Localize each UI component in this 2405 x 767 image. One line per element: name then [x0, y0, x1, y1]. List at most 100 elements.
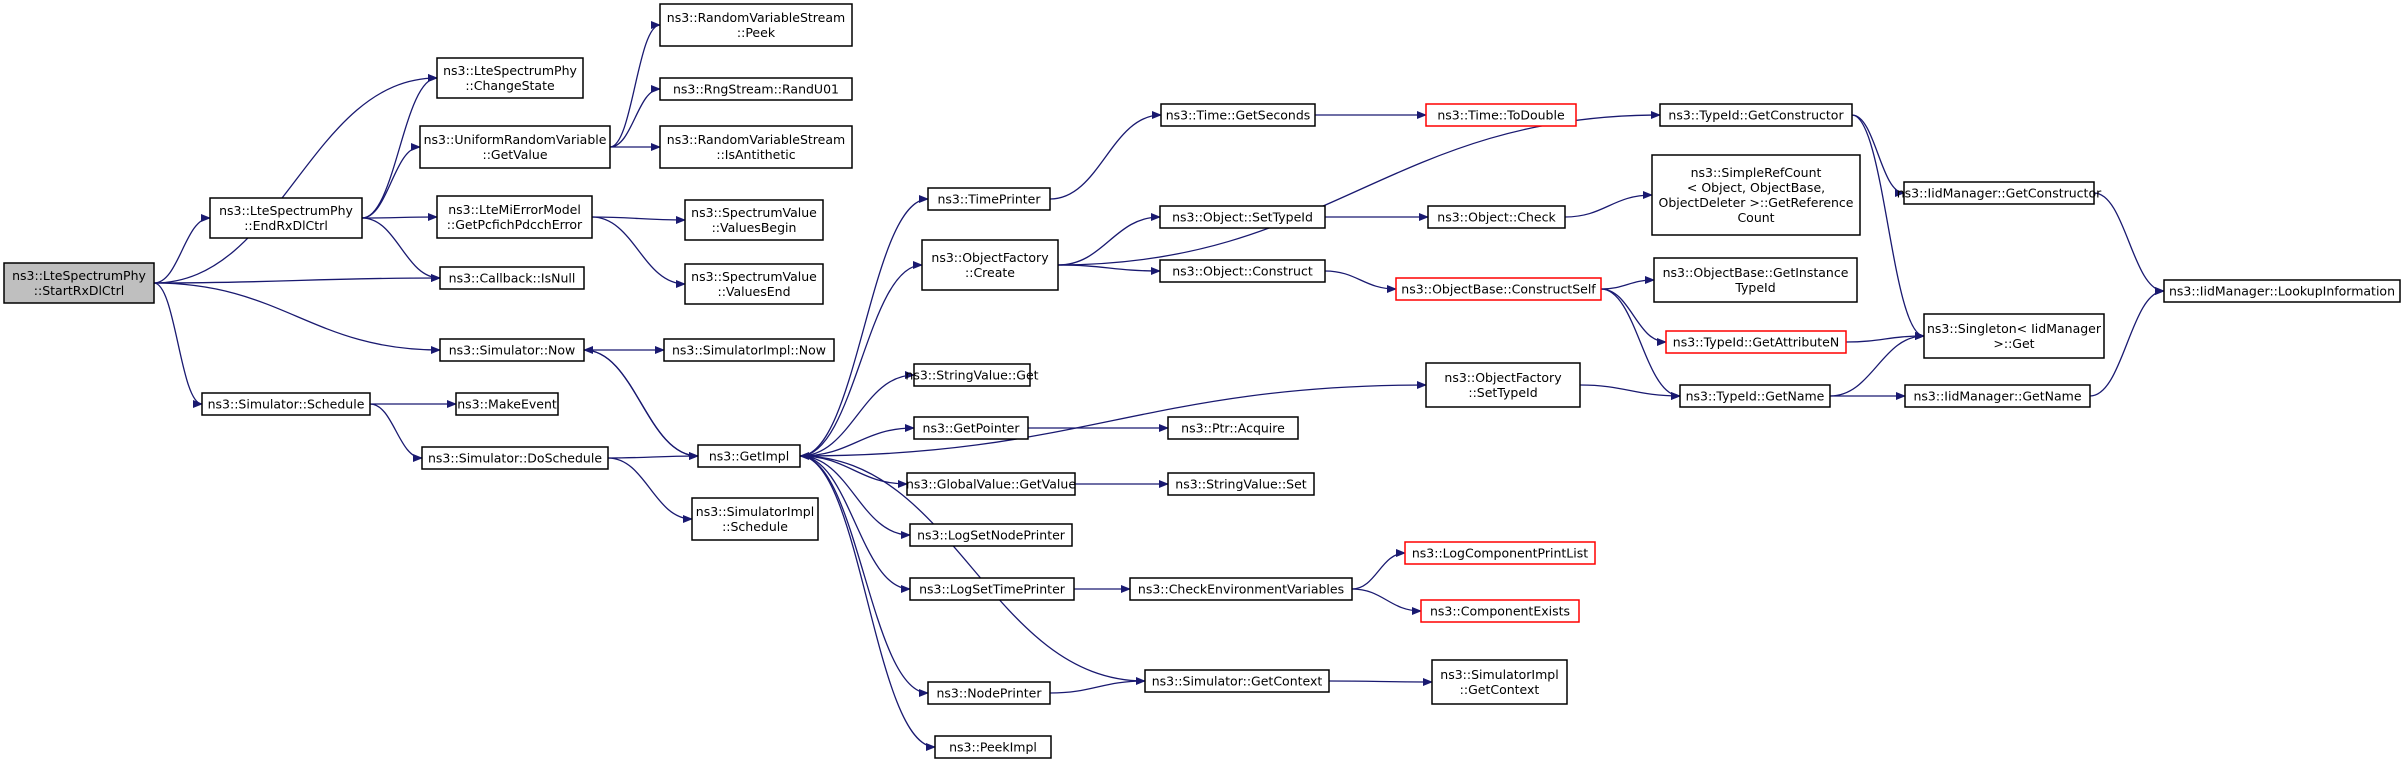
node-label: ns3::LteSpectrumPhy [12, 268, 146, 283]
edge-getimpl-to-setnodeprinter [799, 455, 911, 539]
node-label: ns3::Simulator::Schedule [208, 397, 365, 412]
node-label: ns3::SimulatorImpl [696, 504, 814, 519]
edge-getimpl-to-simnow [583, 346, 699, 457]
edge-iidgetctor-to-lookup [2093, 192, 2165, 295]
node-strset[interactable]: ns3::StringValue::Set [1167, 472, 1315, 496]
node-lookup[interactable]: ns3::IidManager::LookupInformation [2163, 279, 2401, 303]
node-box [421, 446, 609, 470]
edge-constructself-to-typeidgetname [1600, 288, 1681, 400]
node-box [1159, 205, 1326, 229]
edge-endrx-to-urvget [361, 143, 421, 219]
node-box [1903, 181, 2095, 205]
node-pcfich[interactable]: ns3::LteMiErrorModel::GetPcfichPdcchErro… [436, 195, 593, 239]
node-label: ns3::SimulatorImpl::Now [672, 343, 826, 358]
node-label: ns3::ObjectFactory [931, 250, 1049, 265]
node-siminplsched[interactable]: ns3::SimulatorImpl::Schedule [691, 497, 819, 541]
node-singleton[interactable]: ns3::Singleton< IidManager>::Get [1923, 313, 2105, 359]
node-objconstruct[interactable]: ns3::Object::Construct [1159, 259, 1326, 283]
node-label: ns3::IidManager::LookupInformation [2169, 284, 2395, 299]
node-label: ::GetContext [1460, 682, 1540, 697]
node-label: ns3::TypeId::GetConstructor [1668, 108, 1844, 123]
edge-urvget-to-randu01 [609, 85, 661, 148]
node-box [934, 735, 1052, 759]
node-ofcreate[interactable]: ns3::ObjectFactory::Create [921, 239, 1059, 291]
node-isnull[interactable]: ns3::Callback::IsNull [439, 266, 585, 290]
node-label: ns3::Ptr::Acquire [1181, 421, 1285, 436]
node-gvget[interactable]: ns3::GlobalValue::GetValue [906, 472, 1076, 496]
node-label: ns3::Object::SetTypeId [1172, 210, 1313, 225]
node-nodeprinter[interactable]: ns3::NodePrinter [927, 681, 1051, 705]
node-isanti[interactable]: ns3::RandomVariableStream::IsAntithetic [659, 125, 853, 169]
node-getimpl[interactable]: ns3::GetImpl [697, 444, 801, 468]
edge-objconstruct-to-constructself [1324, 270, 1397, 293]
node-label: ns3::UniformRandomVariable [424, 132, 607, 147]
node-strget[interactable]: ns3::StringValue::Get [905, 363, 1039, 387]
node-label: ObjectDeleter >::GetReference [1658, 195, 1853, 210]
edge-timeprinter-to-getseconds [1049, 111, 1162, 200]
node-label: ns3::RandomVariableStream [667, 10, 845, 25]
edge-schedule-to-dosched [369, 403, 423, 462]
node-label: ns3::Simulator::DoSchedule [428, 451, 602, 466]
node-label: ::Create [965, 265, 1015, 280]
node-label: ns3::MakeEvent [457, 397, 557, 412]
node-iidgetname[interactable]: ns3::IidManager::GetName [1904, 384, 2091, 408]
node-box [909, 577, 1075, 601]
node-getpointer[interactable]: ns3::GetPointer [913, 416, 1029, 440]
node-urvget[interactable]: ns3::UniformRandomVariable::GetValue [419, 125, 611, 169]
node-iidgetctor[interactable]: ns3::IidManager::GetConstructor [1897, 181, 2102, 205]
node-settypeid[interactable]: ns3::Object::SetTypeId [1159, 205, 1326, 229]
node-box [913, 363, 1031, 387]
node-box [659, 3, 853, 47]
node-checkenv[interactable]: ns3::CheckEnvironmentVariables [1129, 577, 1353, 601]
node-box [3, 262, 155, 304]
node-gettypector[interactable]: ns3::TypeId::GetConstructor [1659, 103, 1853, 127]
node-root[interactable]: ns3::LteSpectrumPhy::StartRxDlCtrl [3, 262, 155, 304]
edge-getimpl-to-timeprinter [799, 195, 929, 457]
node-getref[interactable]: ns3::SimpleRefCount< Object, ObjectBase,… [1651, 154, 1861, 236]
node-label: ns3::Time::ToDouble [1437, 108, 1565, 123]
node-typeidgetname[interactable]: ns3::TypeId::GetName [1679, 384, 1831, 408]
node-valend[interactable]: ns3::SpectrumValue::ValuesEnd [684, 263, 824, 305]
edge-iidgetname-to-lookup [2089, 287, 2165, 397]
edge-getimpl-to-gvget [799, 455, 908, 488]
node-rvspeek[interactable]: ns3::RandomVariableStream::Peek [659, 3, 853, 47]
node-getseconds[interactable]: ns3::Time::GetSeconds [1160, 103, 1316, 127]
node-changestate[interactable]: ns3::LteSpectrumPhy::ChangeState [436, 57, 584, 99]
edge-getimpl-to-strget [799, 371, 915, 457]
node-implgetctx[interactable]: ns3::SimulatorImpl::GetContext [1431, 659, 1568, 705]
node-simgetctx[interactable]: ns3::Simulator::GetContext [1144, 669, 1330, 693]
node-box [697, 444, 801, 468]
node-ptracquire[interactable]: ns3::Ptr::Acquire [1167, 416, 1299, 440]
node-simimplnow[interactable]: ns3::SimulatorImpl::Now [663, 338, 835, 362]
node-dosched[interactable]: ns3::Simulator::DoSchedule [421, 446, 609, 470]
edge-pcfich-to-valbegin [591, 215, 686, 224]
edge-dosched-to-getimpl [607, 452, 699, 461]
node-box [906, 472, 1076, 496]
node-printlist[interactable]: ns3::LogComponentPrintList [1404, 541, 1596, 565]
node-endrx[interactable]: ns3::LteSpectrumPhy::EndRxDlCtrl [209, 197, 363, 239]
node-label: ns3::IidManager::GetConstructor [1897, 186, 2102, 201]
node-makeevent[interactable]: ns3::MakeEvent [455, 392, 559, 416]
node-ofsettype[interactable]: ns3::ObjectFactory::SetTypeId [1425, 362, 1581, 408]
node-label: ns3::SimpleRefCount [1691, 165, 1822, 180]
node-settimeprinter[interactable]: ns3::LogSetTimePrinter [909, 577, 1075, 601]
node-label: ::ValuesBegin [712, 220, 797, 235]
node-label: ns3::SimulatorImpl [1440, 667, 1558, 682]
node-simnow[interactable]: ns3::Simulator::Now [439, 338, 585, 362]
node-todouble[interactable]: ns3::Time::ToDouble [1425, 103, 1577, 127]
node-randu01[interactable]: ns3::RngStream::RandU01 [659, 77, 853, 101]
node-peekimpl[interactable]: ns3::PeekImpl [934, 735, 1052, 759]
node-setnodeprinter[interactable]: ns3::LogSetNodePrinter [909, 523, 1073, 547]
node-compexists[interactable]: ns3::ComponentExists [1420, 599, 1580, 623]
node-constructself[interactable]: ns3::ObjectBase::ConstructSelf [1395, 277, 1602, 301]
node-valbegin[interactable]: ns3::SpectrumValue::ValuesBegin [684, 199, 824, 241]
node-objcheck[interactable]: ns3::Object::Check [1427, 205, 1566, 229]
node-label: ns3::RandomVariableStream [667, 132, 845, 147]
node-getattrn[interactable]: ns3::TypeId::GetAttributeN [1665, 330, 1847, 354]
node-label: ::GetPcfichPdcchError [447, 217, 583, 232]
node-label: ns3::NodePrinter [936, 686, 1042, 701]
node-timeprinter[interactable]: ns3::TimePrinter [927, 187, 1051, 211]
node-schedule[interactable]: ns3::Simulator::Schedule [201, 392, 371, 416]
node-box [921, 239, 1059, 291]
